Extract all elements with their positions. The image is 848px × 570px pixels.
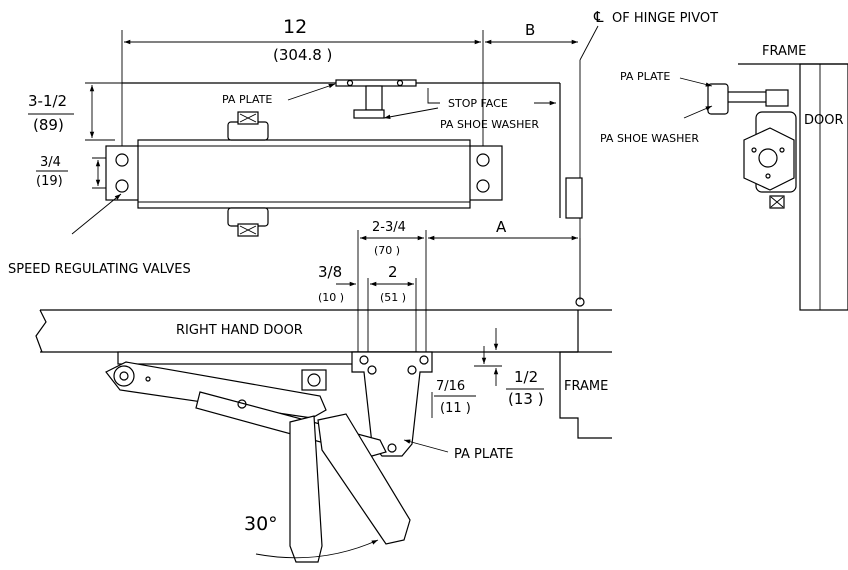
dimension-hole-v-mm-label: (11 ) <box>440 401 471 416</box>
arm-rivet <box>145 376 151 382</box>
leader-pa-plate-bottom <box>403 439 449 453</box>
forearm-screw <box>237 399 247 409</box>
closer-spindle-side <box>758 148 778 168</box>
bolt-side <box>765 173 771 179</box>
arm-leg-right <box>317 413 411 545</box>
speed-valves-label: SPEED REGULATING VALVES <box>8 262 191 277</box>
arm-pivot-bolt <box>119 371 129 381</box>
plate-screw <box>396 79 404 87</box>
arm-pivot <box>113 365 135 387</box>
pa-shoe-side <box>707 83 729 115</box>
dimension-holes-label: 2 <box>388 263 398 281</box>
bolt-side <box>751 147 757 153</box>
pa-shoe-washer-label-top: PA SHOE WASHER <box>440 118 539 131</box>
dimension-holes-mm-label: (51 ) <box>380 291 406 304</box>
mounting-hole <box>476 179 490 193</box>
hinge-pivot-leader <box>579 25 599 61</box>
pa-plate-label-bottom: PA PLATE <box>454 447 513 462</box>
spindle-cap-bottom <box>227 207 269 227</box>
closer-body <box>137 139 471 209</box>
pa-shoe-washer-top <box>353 109 385 119</box>
pa-plate-label-side: PA PLATE <box>620 70 670 83</box>
dimension-height-label: 3-1/2 <box>28 92 67 110</box>
plate-hole <box>407 365 417 375</box>
plate-hole <box>359 355 369 365</box>
dimension-plate-width-label: 2-3/4 <box>372 220 406 235</box>
dimension-hole-mm-label: (19) <box>36 174 63 189</box>
mounting-hole <box>476 153 490 167</box>
leader-shoe-washer-side <box>683 105 713 119</box>
closer-end-cap-left <box>105 145 143 201</box>
spindle-cap-top <box>227 121 269 141</box>
pa-shoe-washer-label-side: PA SHOE WASHER <box>600 132 699 145</box>
plate-screw <box>346 79 354 87</box>
dimension-height-mm-label: (89) <box>33 116 64 134</box>
frame-label-bottom: FRAME <box>564 379 608 394</box>
closer-hex-side <box>743 127 795 191</box>
dimension-offset-mm-label: (10 ) <box>318 291 344 304</box>
pa-plate-label-top: PA PLATE <box>222 93 272 106</box>
leader-pa-plate <box>287 83 336 101</box>
stop-face-label: STOP FACE <box>448 97 508 110</box>
side-view: FRAME DOOR PA PLATE PA SHOE WASHER <box>600 44 848 311</box>
bottom-view: A 2-3/4 (70 ) 3/8 (10 ) 2 (51 ) RIGHT HA… <box>35 218 612 563</box>
arm-nut-side <box>765 89 789 107</box>
angle-label: 30° <box>244 513 278 535</box>
adjustment-bolt <box>307 373 321 387</box>
dimension-hole-v-label: 7/16 <box>436 379 465 394</box>
leader-speed-valves <box>71 193 122 235</box>
arm-leg-left <box>289 415 323 563</box>
dimension-12-mm-label: (304.8 ) <box>273 46 332 64</box>
dimension-b-label: B <box>525 21 535 39</box>
hinge-pivot-label: OF HINGE PIVOT <box>612 11 718 26</box>
plate-hole <box>419 355 429 365</box>
dimension-12-label: 12 <box>283 16 307 38</box>
closer-end-cap-right <box>465 145 503 201</box>
bolt-side <box>779 147 785 153</box>
angle-arc <box>255 539 379 559</box>
nut-hatch <box>239 225 257 235</box>
dimension-offset-label: 3/8 <box>318 263 342 281</box>
nut-hatch <box>239 113 257 123</box>
mounting-hole <box>115 153 129 167</box>
top-view: 12 (304.8 ) B ℄ OF HINGE PIVOT 3-1/2 (89… <box>8 8 718 300</box>
frame-label-side: FRAME <box>762 44 806 59</box>
hinge-pivot-point <box>575 297 585 307</box>
mounting-hole <box>115 179 129 193</box>
stop-face-bracket <box>427 88 440 104</box>
door-label-side: DOOR <box>804 113 844 128</box>
door-panel-side <box>799 63 848 311</box>
plate-hole <box>387 443 397 453</box>
pa-plate-bottom <box>351 351 433 457</box>
dimension-hole-label: 3/4 <box>40 155 61 170</box>
adjustment-nut <box>301 369 327 391</box>
frame-profile <box>559 351 612 439</box>
plate-hole <box>367 365 377 375</box>
nut-hatch <box>770 196 784 208</box>
dimension-edge-label: 1/2 <box>514 368 538 386</box>
hinge-knuckle <box>565 177 583 219</box>
pa-shoe-post <box>365 85 383 111</box>
leader-pa-plate-side <box>679 77 713 87</box>
centerline-symbol: ℄ <box>593 8 604 26</box>
door-break-line <box>35 309 47 353</box>
leader-shoe-washer <box>383 107 439 120</box>
dimension-edge-mm-label: (13 ) <box>508 390 544 408</box>
dimension-a-label: A <box>496 218 507 236</box>
dimension-plate-width-mm-label: (70 ) <box>374 244 400 257</box>
main-arm <box>105 361 327 419</box>
door-label: RIGHT HAND DOOR <box>176 323 303 338</box>
